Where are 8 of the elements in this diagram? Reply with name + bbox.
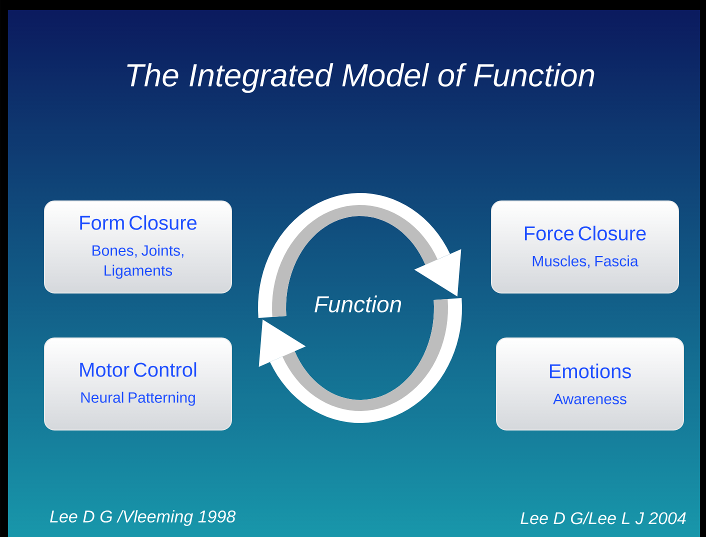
rounded-box: Emotions Awareness	[496, 337, 684, 430]
citation: Lee D G /Vleeming 1998	[50, 510, 236, 526]
center-label: Function	[314, 296, 402, 312]
title: The Integrated Model of Function	[127, 63, 594, 93]
rounded-box: Form Closure Bones, Joints, Ligaments	[44, 200, 232, 294]
citation: Lee D G/Lee L J 2004	[520, 512, 686, 524]
rounded-box: Force Closure Muscles, Fascia	[491, 200, 679, 294]
rounded-box: Motor Control Neural Patterning	[44, 337, 232, 430]
